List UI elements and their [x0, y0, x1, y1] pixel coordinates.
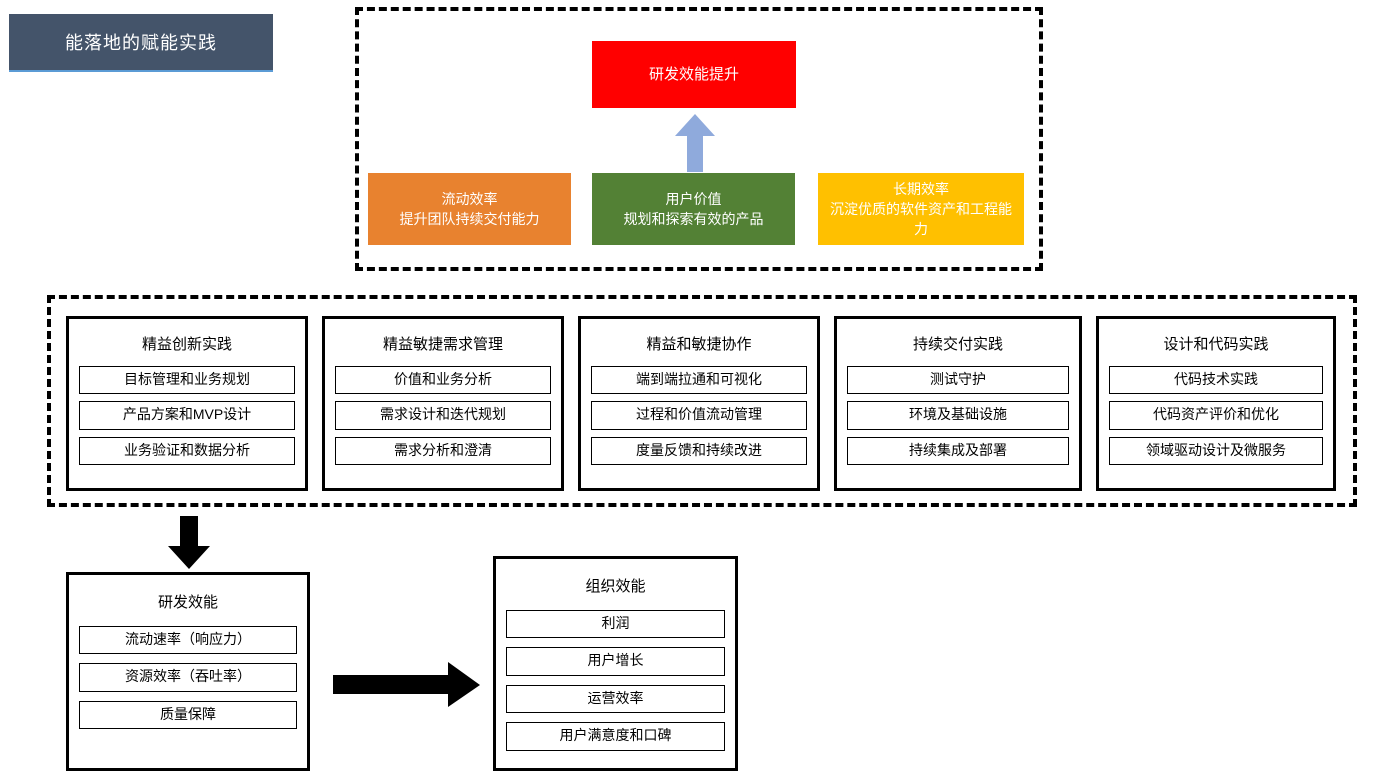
practice-item[interactable]: 代码资产评价和优化 [1109, 401, 1323, 430]
outcome-item[interactable]: 质量保障 [79, 700, 297, 730]
outcome-item-list-org: 利润 用户增长 运营效率 用户满意度和口碑 [506, 610, 725, 751]
practice-column-title-4: 设计和代码实践 [1163, 336, 1269, 353]
practice-column-lean-agile-collaboration: 精益和敏捷协作 端到端拉通和可视化 过程和价值流动管理 度量反馈和持续改进 [578, 316, 820, 491]
practice-item[interactable]: 代码技术实践 [1109, 366, 1323, 395]
practice-item-list-3: 测试守护 环境及基础设施 持续集成及部署 [847, 366, 1069, 466]
practice-column-lean-innovation: 精益创新实践 目标管理和业务规划 产品方案和MVP设计 业务验证和数据分析 [66, 316, 308, 491]
practice-item[interactable]: 持续集成及部署 [847, 436, 1069, 466]
practice-column-title-0: 精益创新实践 [141, 336, 232, 353]
practice-item-list-4: 代码技术实践 代码资产评价和优化 领域驱动设计及微服务 [1109, 366, 1323, 466]
pillar-subtitle-0: 提升团队持续交付能力 [399, 211, 540, 227]
practice-item[interactable]: 需求设计和迭代规划 [335, 401, 551, 430]
black-right-arrow-icon [333, 662, 481, 708]
outcome-box-title-org: 组织效能 [585, 578, 646, 595]
blue-up-arrow-icon [674, 114, 716, 172]
outcome-item-list-rd: 流动速率（响应力） 资源效率（吞吐率） 质量保障 [79, 626, 297, 730]
practice-item[interactable]: 过程和价值流动管理 [591, 401, 807, 430]
outcome-item[interactable]: 流动速率（响应力） [79, 626, 297, 655]
practice-item[interactable]: 目标管理和业务规划 [79, 366, 295, 395]
outcome-box-title-rd: 研发效能 [157, 594, 218, 611]
outcome-item[interactable]: 用户满意度和口碑 [506, 722, 725, 751]
practice-item[interactable]: 环境及基础设施 [847, 401, 1069, 430]
goal-block-rd-efficiency-improvement: 研发效能提升 [592, 41, 796, 108]
practice-item[interactable]: 领域驱动设计及微服务 [1109, 436, 1323, 466]
pillar-subtitle-2: 沉淀优质的软件资产和工程能力 [830, 200, 1012, 238]
practice-item[interactable]: 度量反馈和持续改进 [591, 436, 807, 466]
pillar-title-2: 长期效率 [893, 180, 949, 197]
pillar-block-flow-efficiency: 流动效率 提升团队持续交付能力 [368, 173, 571, 245]
practice-item-list-2: 端到端拉通和可视化 过程和价值流动管理 度量反馈和持续改进 [591, 366, 807, 466]
outcome-item[interactable]: 资源效率（吞吐率） [79, 663, 297, 692]
practice-column-title-1: 精益敏捷需求管理 [382, 336, 503, 353]
practice-item[interactable]: 端到端拉通和可视化 [591, 366, 807, 395]
outcome-box-rd-efficiency: 研发效能 流动速率（响应力） 资源效率（吞吐率） 质量保障 [66, 572, 310, 771]
practice-column-title-3: 持续交付实践 [912, 336, 1003, 353]
practice-item[interactable]: 测试守护 [847, 366, 1069, 395]
pillar-subtitle-1: 规划和探索有效的产品 [623, 211, 764, 227]
page-title: 能落地的赋能实践 [65, 33, 217, 53]
outcome-item[interactable]: 利润 [506, 610, 725, 639]
page-title-banner: 能落地的赋能实践 [9, 14, 273, 72]
outcome-box-org-efficiency: 组织效能 利润 用户增长 运营效率 用户满意度和口碑 [493, 556, 738, 771]
pillar-block-user-value: 用户价值 规划和探索有效的产品 [592, 173, 795, 245]
black-down-arrow-icon [167, 516, 211, 570]
practice-column-design-and-code: 设计和代码实践 代码技术实践 代码资产评价和优化 领域驱动设计及微服务 [1096, 316, 1336, 491]
pillar-block-long-term-efficiency: 长期效率 沉淀优质的软件资产和工程能力 [818, 173, 1024, 245]
pillar-title-0: 流动效率 [441, 190, 498, 207]
practice-column-continuous-delivery: 持续交付实践 测试守护 环境及基础设施 持续集成及部署 [834, 316, 1082, 491]
goal-group-dashed-container [355, 7, 1043, 271]
practice-item[interactable]: 业务验证和数据分析 [79, 436, 295, 466]
practice-item[interactable]: 产品方案和MVP设计 [79, 401, 295, 430]
practice-column-lean-agile-requirements: 精益敏捷需求管理 价值和业务分析 需求设计和迭代规划 需求分析和澄清 [322, 316, 564, 491]
outcome-item[interactable]: 用户增长 [506, 647, 725, 676]
outcome-item[interactable]: 运营效率 [506, 684, 725, 714]
goal-block-label: 研发效能提升 [648, 65, 739, 83]
practice-item-list-0: 目标管理和业务规划 产品方案和MVP设计 业务验证和数据分析 [79, 366, 295, 466]
practice-item[interactable]: 需求分析和澄清 [335, 436, 551, 466]
pillar-title-1: 用户价值 [665, 190, 722, 207]
practice-item[interactable]: 价值和业务分析 [335, 366, 551, 395]
practices-group-dashed-container [47, 295, 1357, 507]
practice-item-list-1: 价值和业务分析 需求设计和迭代规划 需求分析和澄清 [335, 366, 551, 466]
practice-column-title-2: 精益和敏捷协作 [646, 336, 752, 353]
